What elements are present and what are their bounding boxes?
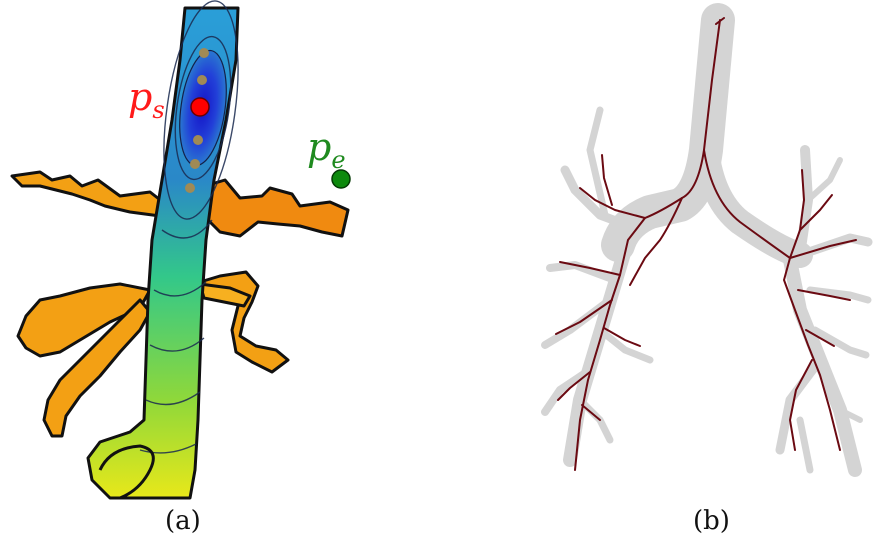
start-point-label: ps — [128, 75, 165, 124]
distance-contours — [139, 0, 239, 454]
panel-b-caption: (b) — [693, 506, 730, 536]
end-point-marker — [331, 169, 351, 189]
panel-b — [541, 3, 873, 477]
start-point-subscript: s — [152, 96, 164, 124]
end-point-symbol: p — [307, 125, 331, 169]
airway-tree — [541, 3, 873, 477]
panel-a: ps pe — [10, 0, 351, 500]
panel-a-caption: (a) — [165, 506, 201, 536]
start-point-symbol: p — [128, 75, 152, 119]
end-point-label: pe — [307, 125, 346, 174]
end-point-subscript: e — [331, 146, 345, 174]
centerline — [555, 17, 857, 471]
side-branches — [10, 170, 350, 438]
path-dots — [185, 48, 209, 193]
lower-branch-loop — [98, 444, 155, 500]
start-point-marker — [190, 97, 210, 117]
